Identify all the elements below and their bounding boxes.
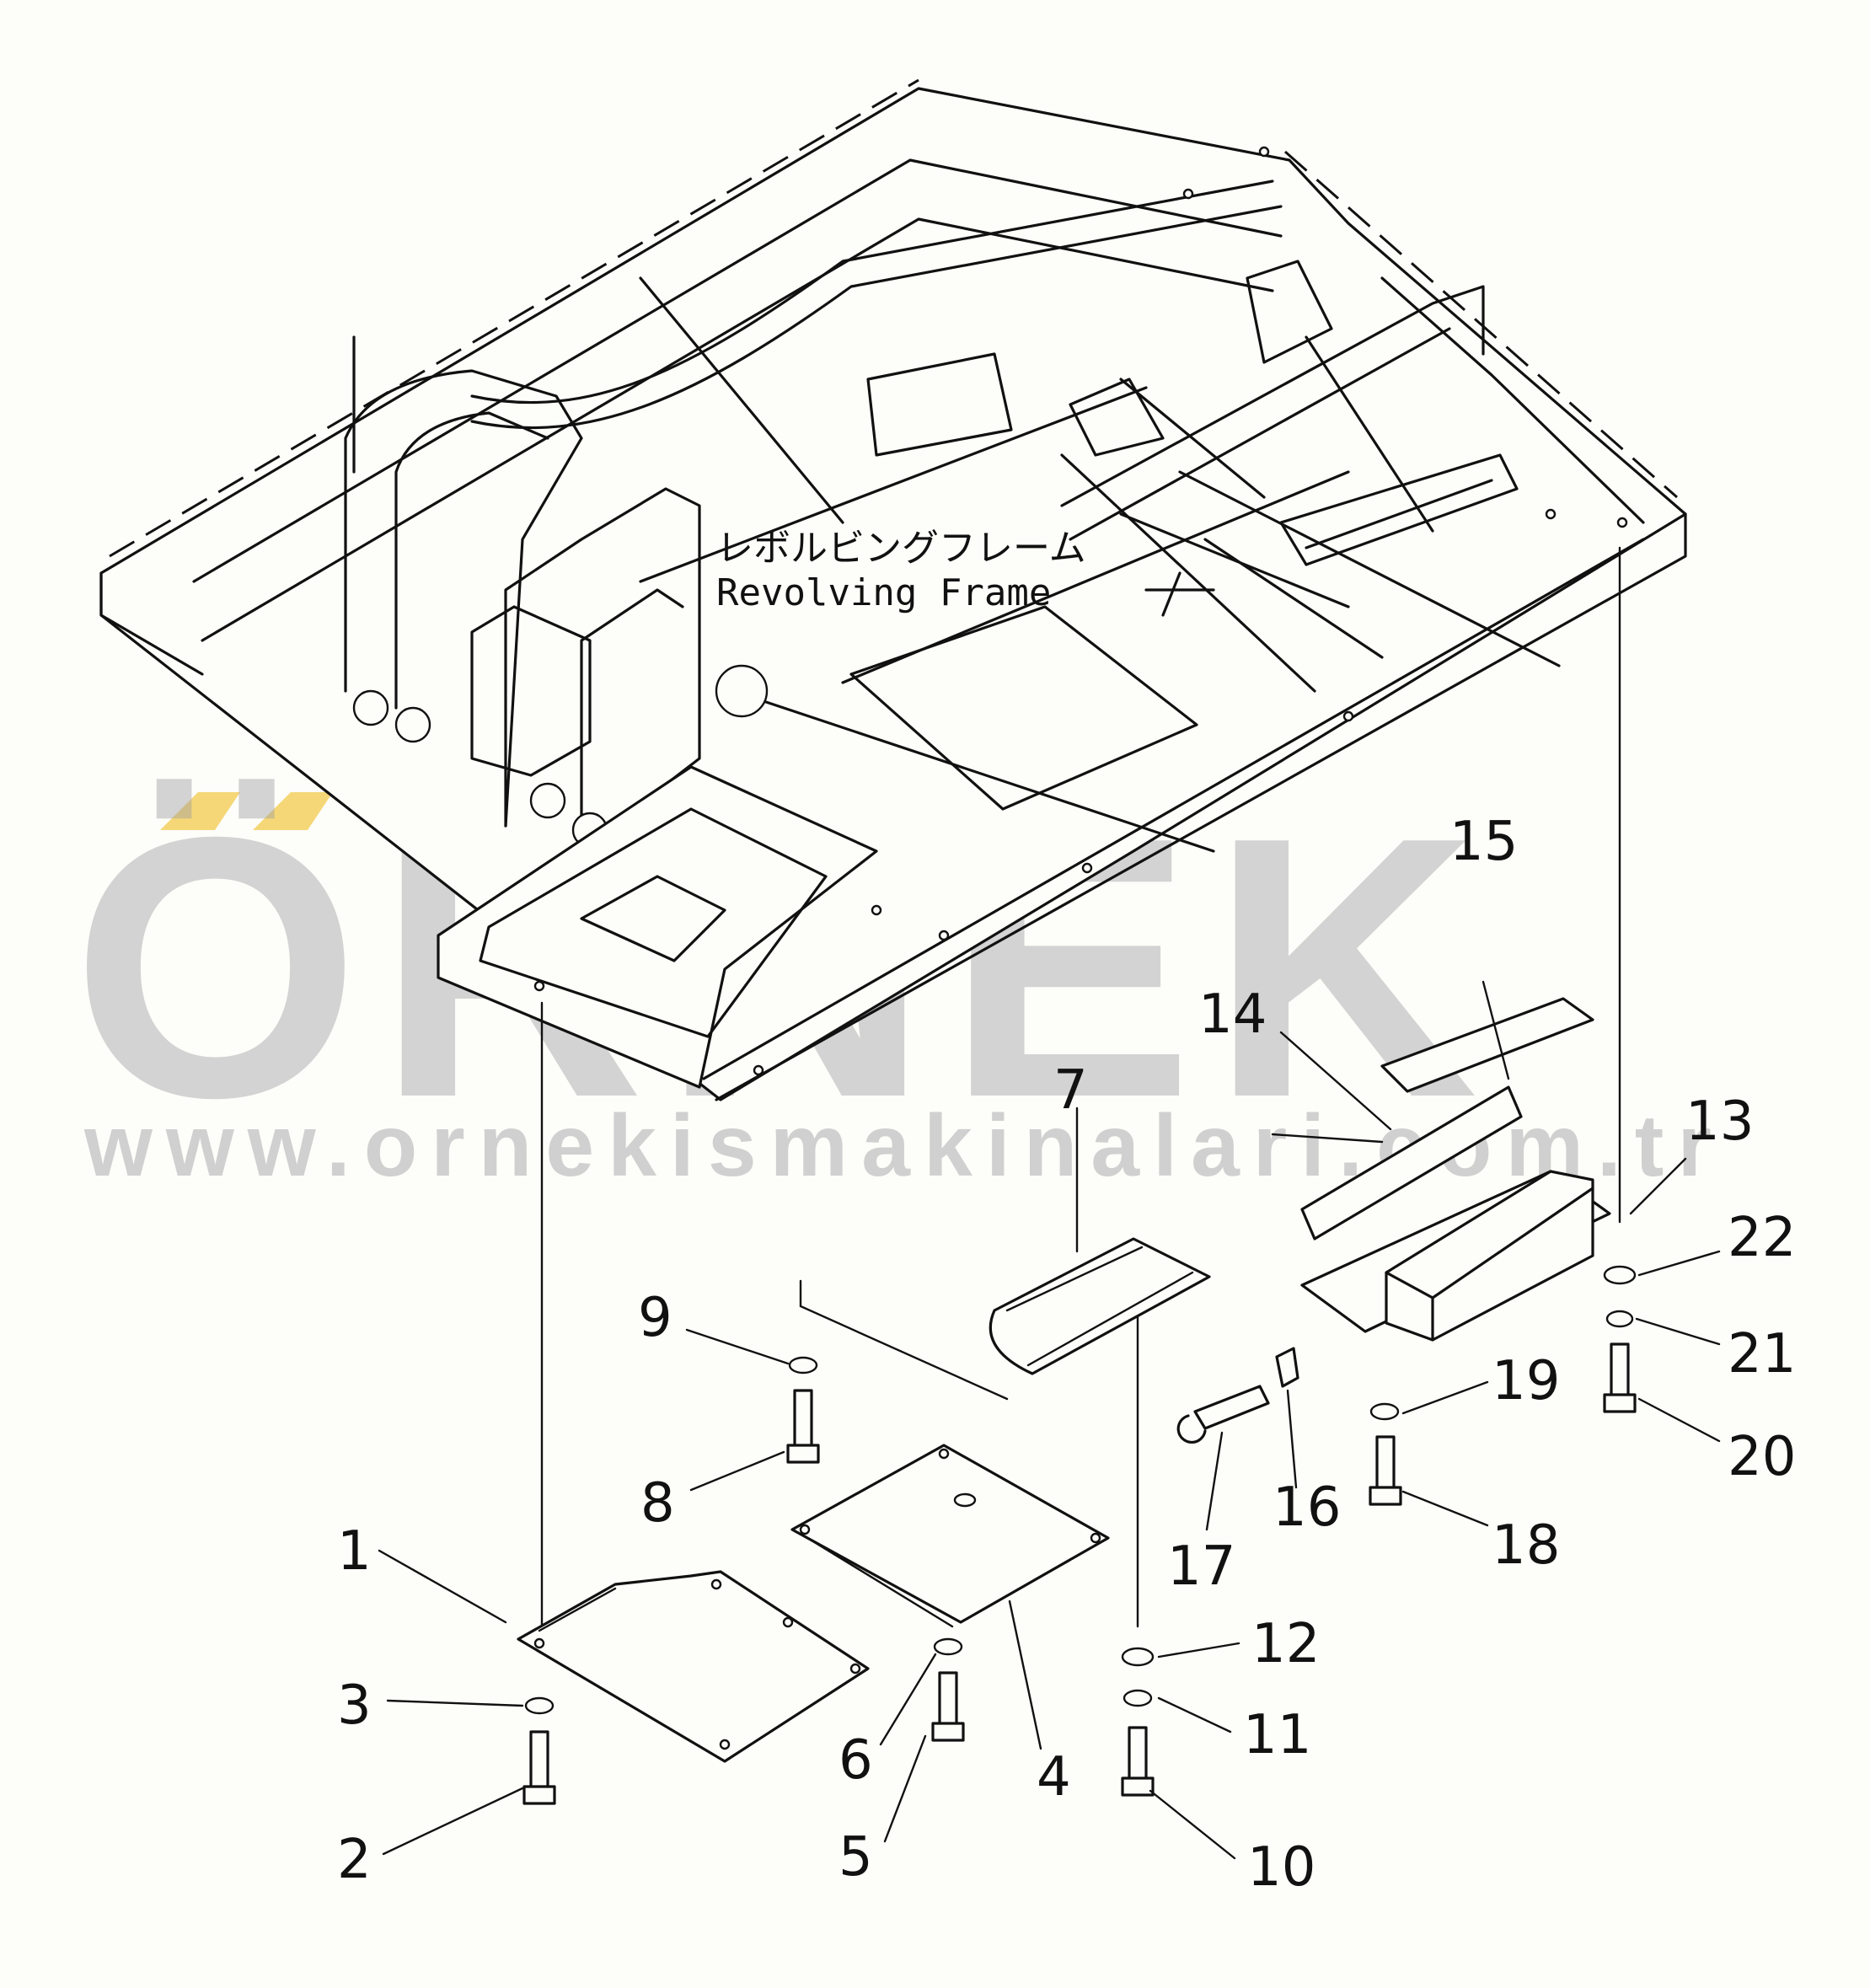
washer-3 [524, 1696, 555, 1715]
frame-title-japanese: レボルビングフレーム [716, 527, 1086, 570]
bolt-10 [1121, 1726, 1155, 1797]
washer-21 [1605, 1310, 1634, 1328]
callout-4: 4 [1037, 1746, 1071, 1808]
callout-2: 2 [337, 1829, 372, 1891]
watermark-accent-right [253, 792, 333, 830]
callout-18: 18 [1492, 1514, 1560, 1577]
washer-6 [933, 1637, 963, 1656]
washer-9 [788, 1356, 818, 1374]
frame-title: レボルビングフレーム Revolving Frame [716, 527, 1086, 614]
callout-22: 22 [1728, 1207, 1796, 1269]
bolt-8 [786, 1389, 820, 1464]
callout-14: 14 [1198, 983, 1267, 1046]
callout-10: 10 [1247, 1836, 1315, 1899]
washer-22 [1603, 1265, 1637, 1285]
alignment-lines [540, 546, 1621, 1632]
callout-1: 1 [337, 1520, 372, 1583]
callout-5: 5 [839, 1826, 873, 1889]
callout-19: 19 [1492, 1350, 1560, 1412]
callout-6: 6 [839, 1729, 873, 1792]
callout-20: 20 [1728, 1426, 1796, 1488]
clip-16 [1275, 1347, 1299, 1388]
callout-16: 16 [1273, 1476, 1341, 1539]
revolving-frame [99, 78, 1687, 1101]
part-7-bracket [799, 1237, 1211, 1401]
washer-11 [1123, 1689, 1153, 1707]
callout-17: 17 [1167, 1535, 1235, 1598]
callout-21: 21 [1728, 1323, 1796, 1385]
callout-7: 7 [1053, 1059, 1088, 1122]
watermark-accent-left [160, 792, 240, 830]
bolt-5 [931, 1671, 965, 1742]
washer-12 [1121, 1647, 1155, 1667]
callout-labels: 1 2 3 4 5 6 7 8 9 10 11 12 13 14 15 16 1… [337, 811, 1796, 1899]
callout-11: 11 [1243, 1704, 1311, 1766]
fasteners [522, 1265, 1637, 1805]
part-14-cover [1300, 1085, 1523, 1240]
callout-8: 8 [640, 1472, 675, 1535]
callout-15: 15 [1449, 811, 1518, 873]
callout-13: 13 [1685, 1090, 1754, 1153]
frame-title-english: Revolving Frame [716, 571, 1051, 614]
part-15-lid [1380, 997, 1594, 1093]
part-1-cover [517, 1570, 870, 1763]
bolt-2 [522, 1730, 556, 1805]
bolt-20 [1603, 1342, 1637, 1413]
washer-19 [1369, 1402, 1400, 1421]
part-4-cover [790, 1444, 1110, 1628]
callout-12: 12 [1251, 1613, 1320, 1675]
callout-3: 3 [337, 1675, 372, 1737]
bolt-18 [1369, 1435, 1402, 1506]
parts-13-15-box [1300, 997, 1611, 1342]
bolt-17 [1176, 1385, 1270, 1444]
callout-9: 9 [638, 1287, 672, 1349]
leader-lines [378, 980, 1721, 1860]
